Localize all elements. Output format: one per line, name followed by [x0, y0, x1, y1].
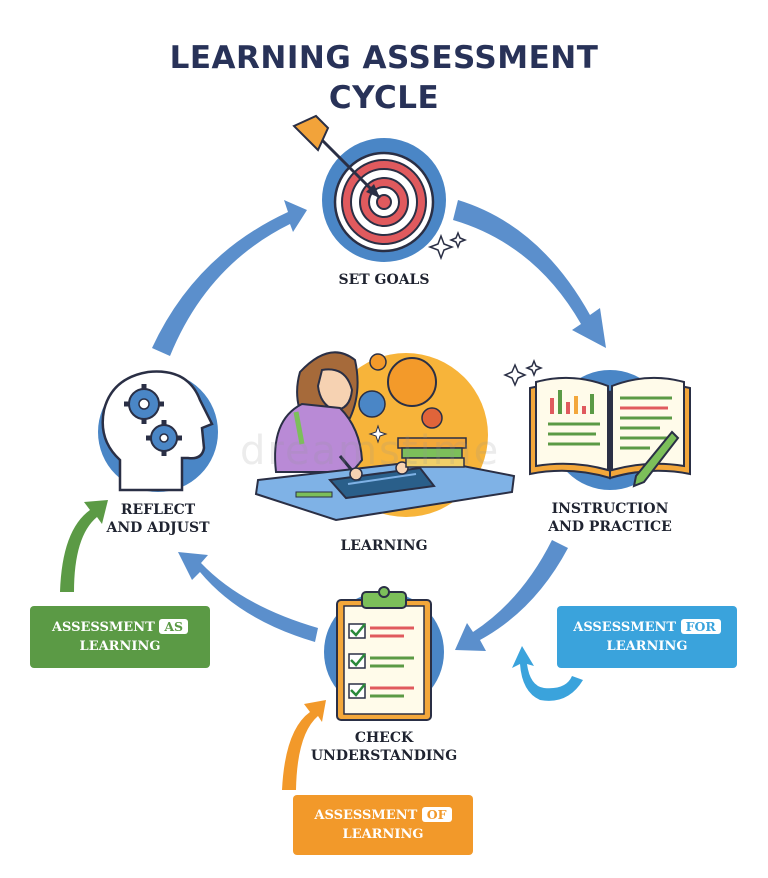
target-icon — [292, 114, 468, 262]
head-gears-icon — [98, 370, 218, 492]
assessment-as-line2: LEARNING — [79, 639, 161, 654]
assessment-of-arrow — [282, 700, 326, 790]
label-reflect-line-1: REFLECT — [120, 502, 196, 518]
assessment-as-arrow — [60, 500, 108, 592]
assessment-of-line2: LEARNING — [342, 827, 424, 842]
arrow-goals-to-instruction — [453, 200, 606, 348]
assessment-as-badge: ASSESSMENT AS LEARNING — [30, 617, 210, 656]
assessment-for-badge: ASSESSMENT FOR LEARNING — [557, 617, 737, 656]
label-reflect-line-2: AND ADJUST — [106, 520, 210, 536]
assessment-for-line2: LEARNING — [606, 639, 688, 654]
assessment-as-prefix: ASSESSMENT — [51, 620, 155, 635]
arrow-reflect-to-goals — [152, 200, 307, 356]
label-check-line-1: CHECK — [354, 730, 414, 746]
student-studying-illustration — [254, 351, 516, 522]
label-instruction-line-2: AND PRACTICE — [548, 519, 672, 535]
arrow-check-to-reflect — [178, 552, 318, 642]
assessment-of-prefix: ASSESSMENT — [314, 808, 418, 823]
open-book-icon — [503, 358, 691, 490]
title-line-1: LEARNING ASSESSMENT — [169, 40, 599, 76]
assessment-as-highlight: AS — [159, 619, 189, 634]
arrow-instruction-to-check — [455, 540, 568, 651]
clipboard-checklist-icon — [324, 586, 444, 721]
label-check: CHECK UNDERSTANDING — [294, 729, 474, 765]
assessment-of-badge: ASSESSMENT OF LEARNING — [293, 805, 473, 844]
label-set-goals: SET GOALS — [338, 272, 430, 288]
label-instruction-line-1: INSTRUCTION — [551, 501, 669, 517]
assessment-for-arrow — [512, 646, 583, 701]
title-line-2: CYCLE — [328, 80, 440, 116]
assessment-for-prefix: ASSESSMENT — [573, 620, 677, 635]
label-learning: LEARNING — [340, 538, 428, 554]
assessment-for-highlight: FOR — [680, 619, 721, 634]
label-instruction: INSTRUCTION AND PRACTICE — [520, 500, 700, 536]
label-check-line-2: UNDERSTANDING — [310, 748, 458, 764]
watermark: dreamstime — [240, 428, 501, 474]
cycle-arrows — [152, 200, 606, 651]
label-reflect: REFLECT AND ADJUST — [78, 501, 238, 537]
assessment-of-highlight: OF — [421, 807, 452, 822]
